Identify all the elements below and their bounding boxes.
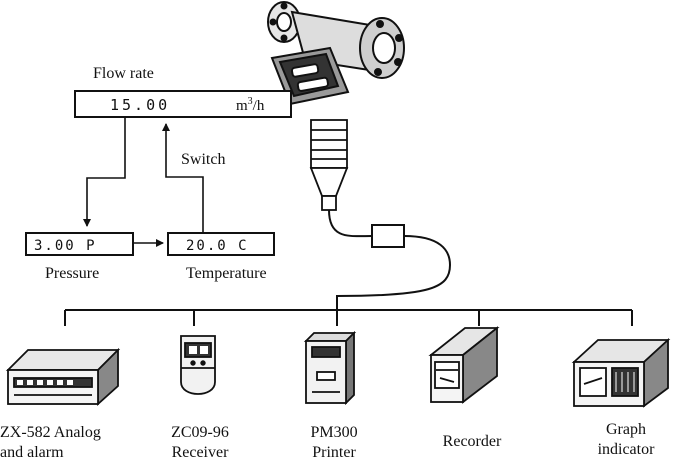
pressure-label: Pressure bbox=[45, 265, 100, 282]
switch-arrows bbox=[83, 117, 204, 247]
switch-label: Switch bbox=[181, 151, 226, 168]
output-bus bbox=[64, 309, 633, 326]
temperature-label: Temperature bbox=[186, 265, 267, 282]
analog-alarm-unit-icon bbox=[5, 347, 121, 407]
flow-rate-unit: m3/h bbox=[236, 96, 265, 114]
junction-box bbox=[371, 224, 405, 248]
flow-rate-display: 15.00 m3/h bbox=[74, 90, 292, 118]
device-label-recorder: Recorder bbox=[442, 433, 502, 450]
flow-rate-title: Flow rate bbox=[93, 65, 154, 82]
receiver-icon bbox=[180, 335, 216, 395]
flow-meter-icon bbox=[267, 1, 405, 106]
pressure-display: 3.00 P bbox=[25, 232, 134, 256]
transmitter-icon bbox=[309, 119, 349, 211]
flow-rate-value: 15.00 bbox=[110, 96, 170, 114]
recorder-icon bbox=[428, 326, 500, 404]
graph-indicator-icon bbox=[571, 337, 671, 408]
temperature-display: 20.0 C bbox=[167, 232, 275, 256]
pressure-value: 3.00 P bbox=[34, 238, 97, 254]
signal-cable bbox=[328, 209, 452, 310]
temperature-value: 20.0 C bbox=[186, 238, 249, 254]
printer-icon bbox=[303, 330, 357, 406]
